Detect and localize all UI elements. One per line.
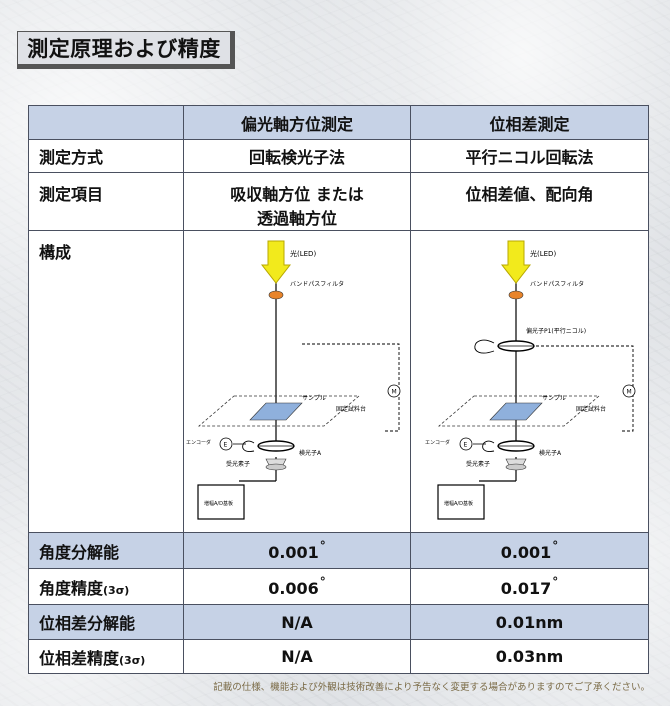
cell-retardation-resolution-axis: N/A [183,604,411,640]
value-text: 0.017 [500,579,552,598]
label-sample: サンプル [542,395,566,402]
label-analyzer: 検光子A [299,449,322,457]
sample-stage-icon [197,395,361,427]
label-polarizer: 偏光子P1(平行ニコル) [526,327,586,335]
cell-retardation-accuracy-retardation: 0.03nm [410,639,649,674]
rotation-arrow-icon [482,440,495,452]
cell-retardation-accuracy-axis: N/A [183,639,411,674]
cell-angle-accuracy-retardation: 0.017° [410,568,649,605]
bandpass-filter-icon [508,290,524,300]
sample-stage-icon [437,395,601,427]
header-retardation: 位相差測定 [410,105,649,140]
label-light: 光(LED) [530,249,556,258]
encoder-mark: E [224,442,228,449]
cell-method-retardation: 平行ニコル回転法 [410,139,649,173]
footnote: 記載の仕様、機能および外観は技術改善により予告なく変更する場合がありますのでご了… [213,682,650,693]
label-light: 光(LED) [290,249,316,258]
label-stage: 固定試料台 [576,405,606,413]
table-row: 測定方式 回転検光子法 平行ニコル回転法 [28,139,649,173]
amplifier-board [197,484,245,520]
cell-retardation-resolution-retardation: 0.01nm [410,604,649,640]
optical-diagram-retardation: 光(LED) バンドパスフィルタ 偏光子P1(平行ニコル) M サンプル 固定試… [425,240,636,520]
table-row: 構成 光(LED) バンドパスフィルタ M サンプル 固定試料台 [28,230,649,533]
amplifier-board [437,484,485,520]
table-row: 位相差精度(3σ) N/A 0.03nm [28,639,649,674]
value-text: 0.001 [268,543,319,562]
encoder-mark: E [464,442,468,449]
row-label-angle-accuracy: 角度精度(3σ) [28,568,184,605]
row-label-retardation-accuracy: 位相差精度(3σ) [28,639,184,674]
header-corner [28,105,184,140]
table-header-row: 偏光軸方位測定 位相差測定 [28,105,649,140]
cell-angle-accuracy-axis: 0.006° [183,568,411,605]
degree-mark: ° [552,575,559,589]
cell-items-axis-line2: 透過軸方位 [256,209,337,228]
table-row: 角度精度(3σ) 0.006° 0.017° [28,568,649,605]
cell-angle-resolution-axis: 0.001° [183,532,411,569]
value-text: 0.006 [268,579,319,598]
label-encoder: エンコーダ [186,439,211,446]
sample-icon [249,402,303,421]
row-label-items: 測定項目 [28,172,184,231]
cell-angle-resolution-retardation: 0.001° [410,532,649,569]
light-arrow-icon [500,240,532,284]
row-label-angle-resolution: 角度分解能 [28,532,184,569]
spec-table: 偏光軸方位測定 位相差測定 測定方式 回転検光子法 平行ニコル回転法 測定項目 … [28,105,649,674]
degree-mark: ° [552,539,559,553]
motor-icon [387,384,401,398]
header-polarization-axis: 偏光軸方位測定 [183,105,411,140]
label-encoder: エンコーダ [425,439,450,446]
rotation-arrow-icon [242,440,255,452]
sample-icon [489,402,543,421]
value-text: 0.001 [500,543,552,562]
page-title: 測定原理および精度 [27,37,221,61]
optical-diagram-axis: 光(LED) バンドパスフィルタ M サンプル 固定試料台 E エンコーダ 検光… [186,240,401,520]
row-label-configuration: 構成 [28,230,184,533]
label-analyzer: 検光子A [539,449,562,457]
diagram-cell-axis: 光(LED) バンドパスフィルタ M サンプル 固定試料台 E エンコーダ 検光… [183,230,411,533]
rotation-arrow-icon [474,339,495,354]
row-label-sub: (3σ) [119,653,146,667]
row-label-method: 測定方式 [28,139,184,173]
degree-mark: ° [319,539,326,553]
label-detector: 受光素子 [466,460,490,468]
diagram-cell-retardation: 光(LED) バンドパスフィルタ 偏光子P1(平行ニコル) M サンプル 固定試… [410,230,649,533]
motor-icon [622,384,636,398]
row-label-text: 角度精度 [39,578,104,598]
light-arrow-icon [260,240,292,284]
cell-items-axis: 吸収軸方位 または 透過軸方位 [183,172,411,231]
label-amp: 増幅A/D基板 [204,500,233,507]
encoder-icon [459,437,473,451]
row-label-sub: (3σ) [103,583,130,597]
row-label-retardation-resolution: 位相差分解能 [28,604,184,640]
encoder-icon [219,437,233,451]
label-amp: 増幅A/D基板 [444,500,473,507]
table-row: 測定項目 吸収軸方位 または 透過軸方位 位相差値、配向角 [28,172,649,231]
row-label-text: 角度分解能 [39,542,120,562]
label-stage: 固定試料台 [336,405,366,413]
row-label-text: 位相差精度 [39,648,120,668]
label-filter: バンドパスフィルタ [530,280,584,288]
label-detector: 受光素子 [226,460,250,468]
bandpass-filter-icon [268,290,284,300]
table-row: 角度分解能 0.001° 0.001° [28,532,649,569]
row-label-text: 位相差分解能 [39,614,136,633]
label-sample: サンプル [302,395,326,402]
motor-mark: M [392,389,397,396]
cell-items-retardation: 位相差値、配向角 [410,172,649,231]
table-row: 位相差分解能 N/A 0.01nm [28,604,649,640]
page-title-box: 測定原理および精度 [17,31,235,69]
motor-mark: M [627,389,632,396]
cell-method-axis: 回転検光子法 [183,139,411,173]
degree-mark: ° [319,575,326,589]
cell-items-axis-line1: 吸収軸方位 または [230,185,364,204]
label-filter: バンドパスフィルタ [290,280,344,288]
